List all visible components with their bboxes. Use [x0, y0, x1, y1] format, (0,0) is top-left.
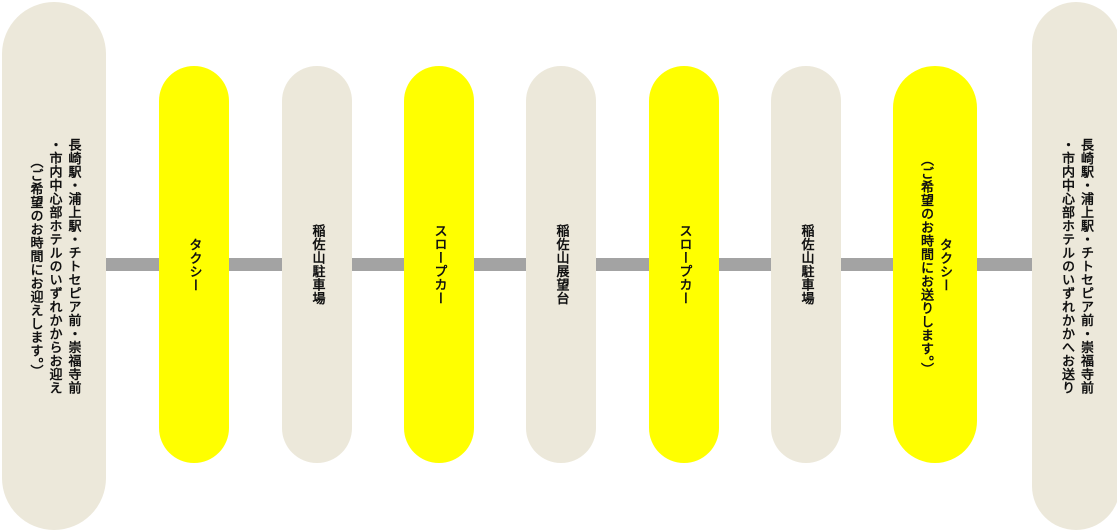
step-slope-car: スロープカー	[404, 66, 474, 463]
step-text-line: （ご希望のお時間にお迎えします。）	[27, 154, 43, 378]
step-text-line: ・市内中心部ホテルのいずれかかへお送り	[1059, 137, 1074, 395]
step-slope-car-return: スロープカー	[649, 66, 719, 463]
step-text-line: スロープカー	[676, 224, 692, 305]
step-text-line: ・市内中心部ホテルのいずれかからお迎え	[46, 137, 62, 395]
step-text-line: スロープカー	[431, 224, 447, 305]
step-dropoff: 長崎駅・浦上駅・チトセピア前・崇福寺前 ・市内中心部ホテルのいずれかかへお送り	[1032, 2, 1117, 530]
step-text-line: 長崎駅・浦上駅・チトセピア前・崇福寺前	[65, 137, 81, 395]
step-parking-return: 稲佐山駐車場	[771, 66, 841, 463]
step-taxi: タクシー	[159, 66, 229, 463]
step-pickup: 長崎駅・浦上駅・チトセピア前・崇福寺前 ・市内中心部ホテルのいずれかからお迎え …	[2, 2, 106, 530]
step-parking: 稲佐山駐車場	[282, 66, 352, 463]
step-text-line: 長崎駅・浦上駅・チトセピア前・崇福寺前	[1078, 137, 1093, 395]
step-text-line: 稲佐山展望台	[553, 224, 569, 305]
step-text-line: 稲佐山駐車場	[798, 224, 814, 305]
step-taxi-return: タクシー （ご希望のお時間にお送りします。）	[893, 66, 977, 463]
step-observatory: 稲佐山展望台	[526, 66, 596, 463]
step-text-line: 稲佐山駐車場	[309, 224, 325, 305]
step-text-line: （ご希望のお時間にお送りします。）	[918, 153, 933, 376]
step-text-line: タクシー	[937, 237, 952, 292]
step-text-line: タクシー	[186, 237, 202, 292]
